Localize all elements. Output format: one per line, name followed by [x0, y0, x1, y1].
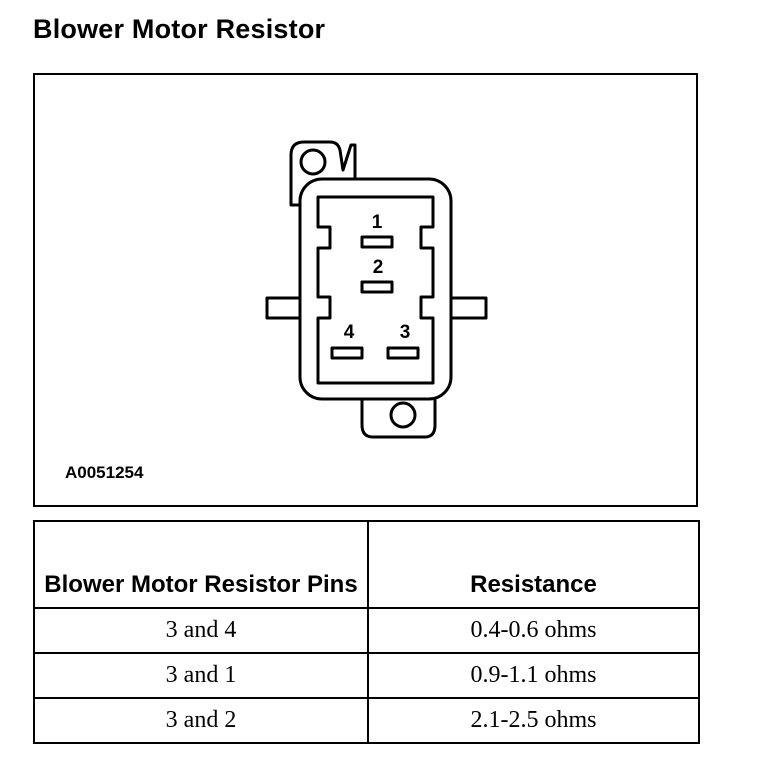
page-title: Blower Motor Resistor	[33, 14, 326, 44]
top-ear-hole	[299, 148, 327, 176]
pins-cell: 3 and 2	[33, 697, 369, 744]
resistance-column-header: Resistance	[367, 520, 700, 609]
pin-2-label: 2	[373, 257, 384, 278]
connector-diagram: 1 2 4 3	[265, 140, 488, 439]
pin-3-terminal	[386, 346, 420, 360]
table-row: 3 and 4 0.4-0.6 ohms	[33, 607, 700, 654]
resistance-cell: 0.9-1.1 ohms	[367, 652, 700, 699]
pins-column-header: Blower Motor Resistor Pins	[33, 520, 369, 609]
pin-4-terminal	[330, 346, 364, 360]
connector-diagram-frame: 1 2 4 3 A0051254	[33, 73, 698, 507]
pin-4-label: 4	[344, 322, 355, 343]
left-mounting-tab	[265, 296, 304, 320]
right-mounting-tab	[448, 296, 488, 320]
pin-3-label: 3	[400, 322, 411, 343]
table-row: 3 and 2 2.1-2.5 ohms	[33, 697, 700, 744]
figure-id: A0051254	[65, 463, 144, 482]
pins-cell: 3 and 1	[33, 652, 369, 699]
pins-cell: 3 and 4	[33, 607, 369, 654]
table-row: 3 and 1 0.9-1.1 ohms	[33, 652, 700, 699]
pin-1-label: 1	[372, 212, 383, 233]
resistance-cell: 0.4-0.6 ohms	[367, 607, 700, 654]
pin-1-terminal	[360, 235, 394, 249]
resistance-cell: 2.1-2.5 ohms	[367, 697, 700, 744]
table-header-row: Blower Motor Resistor Pins Resistance	[33, 520, 700, 609]
pin-2-terminal	[360, 280, 394, 294]
resistance-spec-table: Blower Motor Resistor Pins Resistance 3 …	[33, 520, 700, 744]
bottom-ear-hole	[389, 401, 417, 429]
